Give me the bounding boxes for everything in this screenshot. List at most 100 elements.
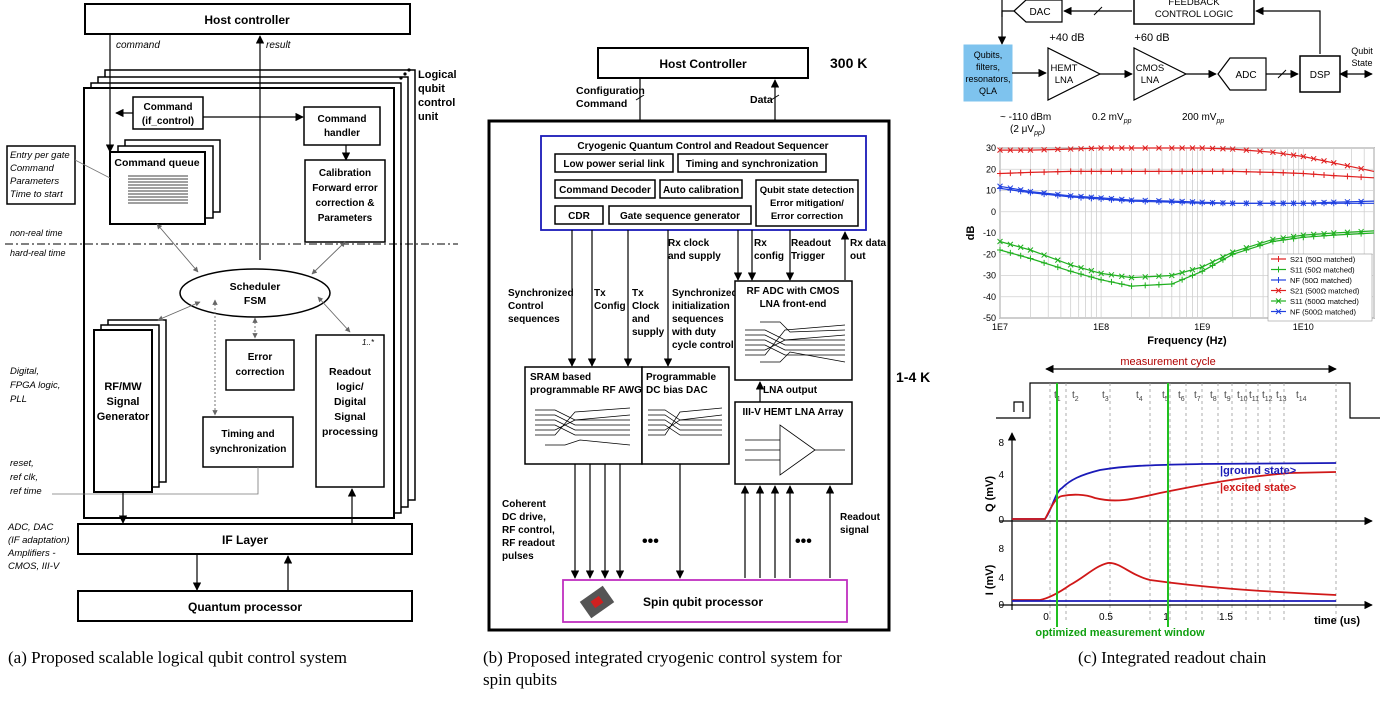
sparam-point — [1243, 147, 1250, 153]
error-correction-box — [225, 339, 295, 391]
timing-label-2: synchronization — [210, 444, 287, 455]
sparam-point — [1344, 162, 1351, 169]
sparam-point — [1300, 232, 1307, 238]
t-label: t1 — [1054, 390, 1061, 403]
sparam-point — [1118, 196, 1125, 203]
readout-label-3: Digital — [334, 396, 366, 408]
rx-config-label-1: Rx — [754, 238, 767, 249]
sparam-point — [1358, 165, 1364, 172]
sparam-y-tick: 0 — [991, 207, 996, 217]
sparam-point — [1088, 145, 1095, 152]
sparam-point — [1118, 168, 1125, 175]
data-slash — [770, 94, 780, 101]
sparam-point — [1219, 256, 1226, 263]
measurement-cycle-label: measurement cycle — [1120, 356, 1215, 368]
sparam-point — [1189, 145, 1196, 151]
result-label: result — [266, 40, 292, 51]
caption-c: (c) Integrated readout chain — [1078, 648, 1267, 667]
feedback-label-1: FEEDBACK — [1168, 0, 1220, 8]
legend-marker — [1275, 308, 1282, 315]
sparam-point — [1155, 281, 1162, 288]
panel-b: Host Controller 300 K Configuration Comm… — [483, 47, 930, 689]
sparam-point — [1229, 200, 1236, 207]
feedback-label-2: CONTROL LOGIC — [1155, 9, 1233, 20]
sparam-point — [1280, 169, 1287, 176]
sparam-y-label: dB — [965, 226, 977, 241]
coherent-label-1: Coherent — [502, 499, 547, 510]
caption-b-1: (b) Proposed integrated cryogenic contro… — [483, 648, 842, 667]
sparam-point — [1199, 145, 1206, 151]
digital-label-3: PLL — [10, 394, 27, 405]
readout-label-4: Signal — [334, 411, 366, 423]
power-110-label: ~ -110 dBm — [1000, 112, 1051, 123]
queue-lines — [128, 175, 188, 204]
excited-q-curve — [1012, 471, 1337, 520]
coherent-label-4: RF readout — [502, 538, 555, 549]
sparam-point — [1156, 145, 1162, 151]
timing-sync-box — [202, 416, 294, 468]
rfmw-label-2: Signal — [106, 396, 139, 408]
sparam-point — [1330, 230, 1337, 236]
sparam-point — [1310, 171, 1317, 178]
legend-entry: S21 (500Ω matched) — [1290, 287, 1360, 296]
tx-clock-label-4: supply — [632, 327, 665, 338]
sparam-point — [1007, 170, 1014, 177]
sparam-point — [1067, 193, 1074, 200]
legend-entry: NF (50Ω matched) — [1290, 276, 1352, 285]
sparam-point — [1128, 168, 1135, 175]
rx-data-label-2: out — [850, 251, 866, 262]
sparam-point — [1257, 148, 1263, 155]
t-label: t13 — [1276, 390, 1287, 403]
q-tick: 8 — [998, 438, 1004, 449]
sparam-point — [1027, 169, 1034, 176]
sparam-point — [997, 170, 1003, 177]
command-queue-label: Command queue — [114, 157, 199, 169]
sparam-point — [1041, 190, 1047, 196]
cdr-box — [554, 205, 604, 225]
sparam-point — [1257, 169, 1264, 176]
drive-arrows — [570, 464, 835, 579]
sparam-point — [1358, 198, 1364, 205]
t-label: t10 — [1237, 390, 1248, 403]
readout-label-1: Readout — [329, 366, 372, 378]
sparam-point — [1243, 244, 1250, 251]
sparam-point — [1290, 152, 1297, 158]
sparam-point — [1199, 264, 1206, 270]
time-tick: 0 — [1043, 612, 1049, 623]
sparam-point — [1155, 168, 1162, 175]
command-handler-label-2: handler — [324, 128, 360, 139]
panel-c: DAC FEEDBACK CONTROL LOGIC Qubits, filte… — [963, 0, 1380, 667]
sparam-point — [1179, 199, 1186, 206]
dsp-to-fb-arrow — [1255, 6, 1321, 54]
sparam-point — [1300, 200, 1307, 207]
sparam-point — [1007, 249, 1014, 256]
dot-2 — [403, 72, 407, 76]
config-label-2: Command — [576, 98, 627, 110]
sparam-point — [1078, 168, 1085, 175]
dc-bias-label-2: DC bias DAC — [646, 385, 708, 396]
sparam-point — [1189, 198, 1196, 205]
pulse-icon — [1013, 401, 1024, 412]
sparam-point — [1300, 153, 1307, 160]
sparam-point — [1199, 168, 1206, 175]
dc-bias-graphic — [648, 407, 723, 436]
sparam-y-tick: -10 — [983, 228, 996, 238]
host-controller-box — [84, 3, 411, 35]
sparam-point — [1067, 192, 1074, 199]
calib-scheduler-arrow — [311, 241, 346, 275]
sparam-point — [1118, 273, 1125, 280]
reset-label-2: ref clk, — [10, 472, 38, 483]
sparam-point — [1344, 198, 1351, 205]
calibration-label-2: Forward error — [312, 183, 378, 194]
coherent-label-3: RF control, — [502, 525, 555, 536]
sparam-point — [1179, 276, 1186, 283]
adc-slash — [1277, 69, 1287, 79]
sparam-point — [1209, 262, 1216, 269]
sparam-point — [1088, 168, 1095, 175]
sparam-point — [1199, 200, 1206, 207]
t-label: t9 — [1224, 390, 1231, 403]
